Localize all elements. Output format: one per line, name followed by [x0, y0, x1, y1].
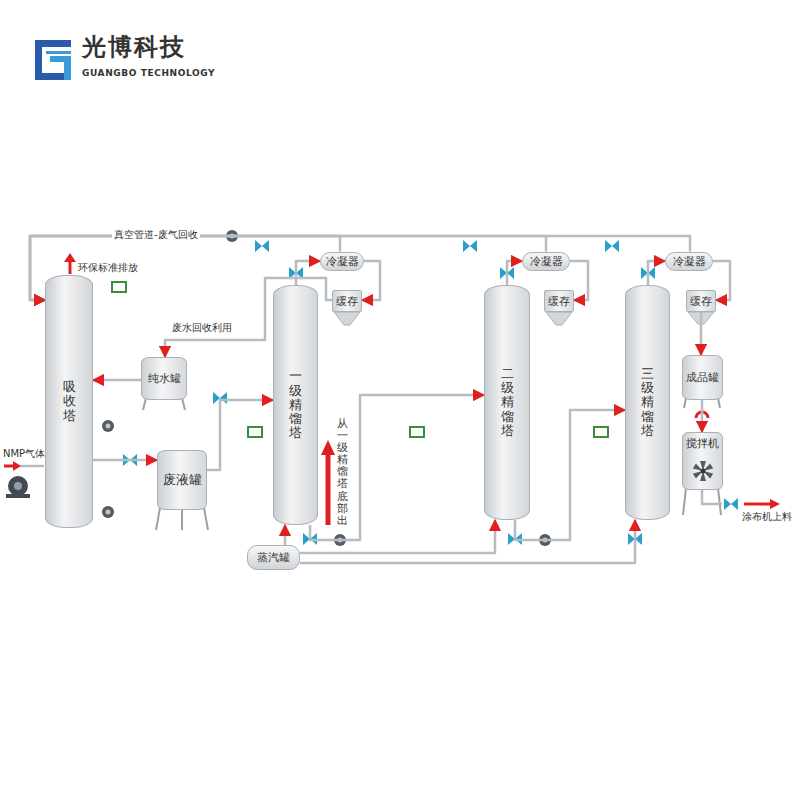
flow-note: NMP气体 — [3, 448, 45, 460]
pipe-connector — [93, 459, 157, 462]
column-tower: 吸收塔 — [45, 275, 93, 528]
node-text: 冷凝器 — [530, 254, 563, 269]
vessel-box: 缓存 — [686, 290, 716, 312]
logo-text: 光博科技 — [82, 34, 186, 62]
pipe-connector — [362, 261, 380, 300]
node-text: 废液罐 — [163, 471, 202, 489]
pipe-connector — [310, 395, 484, 540]
valve — [123, 240, 738, 545]
column-tower: 二级精馏塔 — [484, 285, 530, 520]
logo-text: GUANGBO TECHNOLOGY — [82, 68, 215, 78]
pipe-connector — [284, 525, 287, 545]
node-text: 一级精馏塔 — [289, 369, 302, 440]
pipe-connector — [507, 261, 522, 285]
pipe-connector — [296, 261, 320, 285]
flow-note: 从一级精馏塔底部出 — [337, 418, 348, 527]
flow-note: 涂布机上料 — [742, 511, 792, 523]
node-text: 缓存 — [336, 294, 358, 309]
vessel-box: 缓存 — [332, 290, 362, 312]
column-tower: 一级精馏塔 — [273, 285, 318, 525]
pipe-connector — [93, 379, 141, 382]
pipe — [20, 466, 722, 504]
column-tower: 三级精馏塔 — [625, 285, 670, 520]
vessel-box: 冷凝器 — [665, 252, 713, 271]
vessel-box: 成品罐 — [682, 355, 723, 400]
flow-note: 环保标准排放 — [78, 262, 138, 274]
blower — [6, 476, 30, 498]
vessel-box: 废液罐 — [157, 450, 207, 510]
flow-note: 真空管道-废气回收 — [112, 229, 200, 241]
vessel-box: 蒸汽罐 — [247, 545, 300, 570]
pipe-connector — [300, 520, 635, 563]
mixer-tank: 搅拌机 — [682, 432, 723, 490]
node-text: 纯水罐 — [148, 371, 181, 386]
pipe-connector — [700, 312, 703, 355]
node-text: 缓存 — [548, 294, 570, 309]
mixer-blade — [691, 459, 715, 483]
node-text: 吸收塔 — [63, 380, 76, 423]
pipe-connector — [207, 400, 273, 470]
vessel-box: 纯水罐 — [141, 357, 187, 400]
flow-note: 废水回收利用 — [172, 322, 232, 334]
vessel-box: 缓存 — [544, 290, 574, 312]
pipe-connector — [515, 410, 625, 540]
node-text: 二级精馏塔 — [501, 367, 514, 438]
pipe-connector — [701, 400, 704, 432]
flow-arrow — [4, 253, 780, 525]
node-text: 冷凝器 — [326, 254, 359, 269]
vessel-box: 冷凝器 — [522, 252, 570, 271]
pipe-connector — [300, 520, 495, 553]
node-text: 成品罐 — [686, 370, 719, 385]
node-text: 缓存 — [690, 294, 712, 309]
pipe-connector — [648, 261, 665, 285]
node-text: 蒸汽罐 — [257, 550, 290, 565]
vessel-box: 冷凝器 — [320, 252, 364, 271]
logo-icon — [35, 40, 71, 80]
pump — [102, 230, 551, 546]
node-text: 三级精馏塔 — [641, 367, 654, 438]
node-text: 冷凝器 — [673, 254, 706, 269]
node-text: 搅拌机 — [686, 436, 719, 451]
